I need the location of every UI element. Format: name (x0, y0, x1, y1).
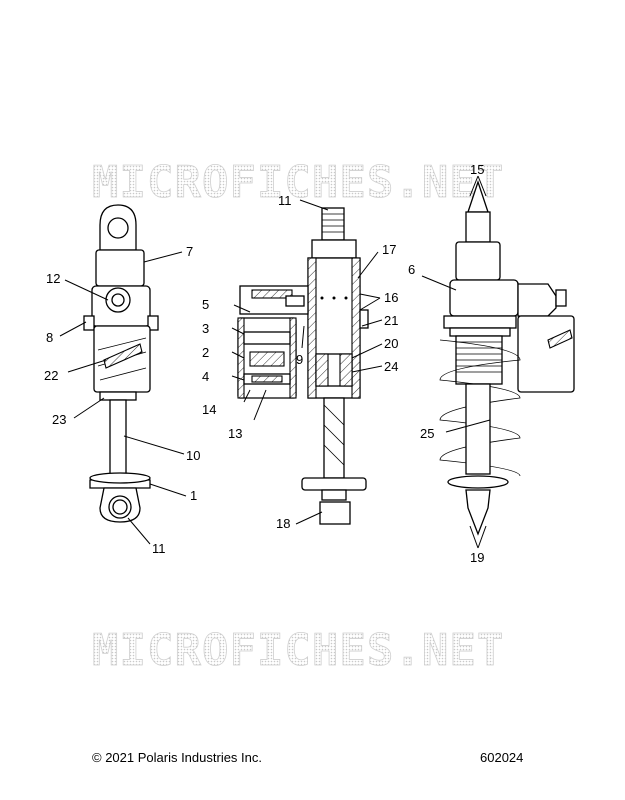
callout-20: 20 (384, 336, 398, 351)
callout-4: 4 (202, 369, 209, 384)
callout-labels: 1 2 3 4 5 6 7 8 9 10 11 11 12 13 14 15 1… (44, 162, 484, 565)
center-shock-cutaway (237, 207, 369, 525)
callout-8: 8 (46, 330, 53, 345)
callout-19: 19 (470, 550, 484, 565)
copyright-notice: © 2021 Polaris Industries Inc. (92, 750, 262, 765)
right-shock-assembly (439, 179, 575, 536)
callout-18: 18 (276, 516, 290, 531)
callout-25: 25 (420, 426, 434, 441)
callout-16: 16 (384, 290, 398, 305)
callout-10: 10 (186, 448, 200, 463)
watermark-bottom: MICROFICHES.NET (92, 625, 504, 676)
leader-lines (59, 175, 491, 549)
watermark-top: MICROFICHES.NET (92, 157, 504, 208)
callout-3: 3 (202, 321, 209, 336)
left-shock-assembly (83, 204, 159, 523)
callout-12: 12 (46, 271, 60, 286)
callout-13: 13 (228, 426, 242, 441)
callout-17: 17 (382, 242, 396, 257)
callout-11-left: 11 (152, 541, 166, 556)
callout-23: 23 (52, 412, 66, 427)
callout-22: 22 (44, 368, 58, 383)
callout-9: 9 (296, 352, 303, 367)
callout-21: 21 (384, 313, 398, 328)
callout-11-center: 11 (278, 193, 292, 208)
callout-6: 6 (408, 262, 415, 277)
callout-15: 15 (470, 162, 484, 177)
callout-24: 24 (384, 359, 398, 374)
callout-2: 2 (202, 345, 209, 360)
callout-5: 5 (202, 297, 209, 312)
figure-number: 602024 (480, 750, 524, 765)
callout-1: 1 (190, 488, 197, 503)
callout-7: 7 (186, 244, 193, 259)
callout-14: 14 (202, 402, 216, 417)
